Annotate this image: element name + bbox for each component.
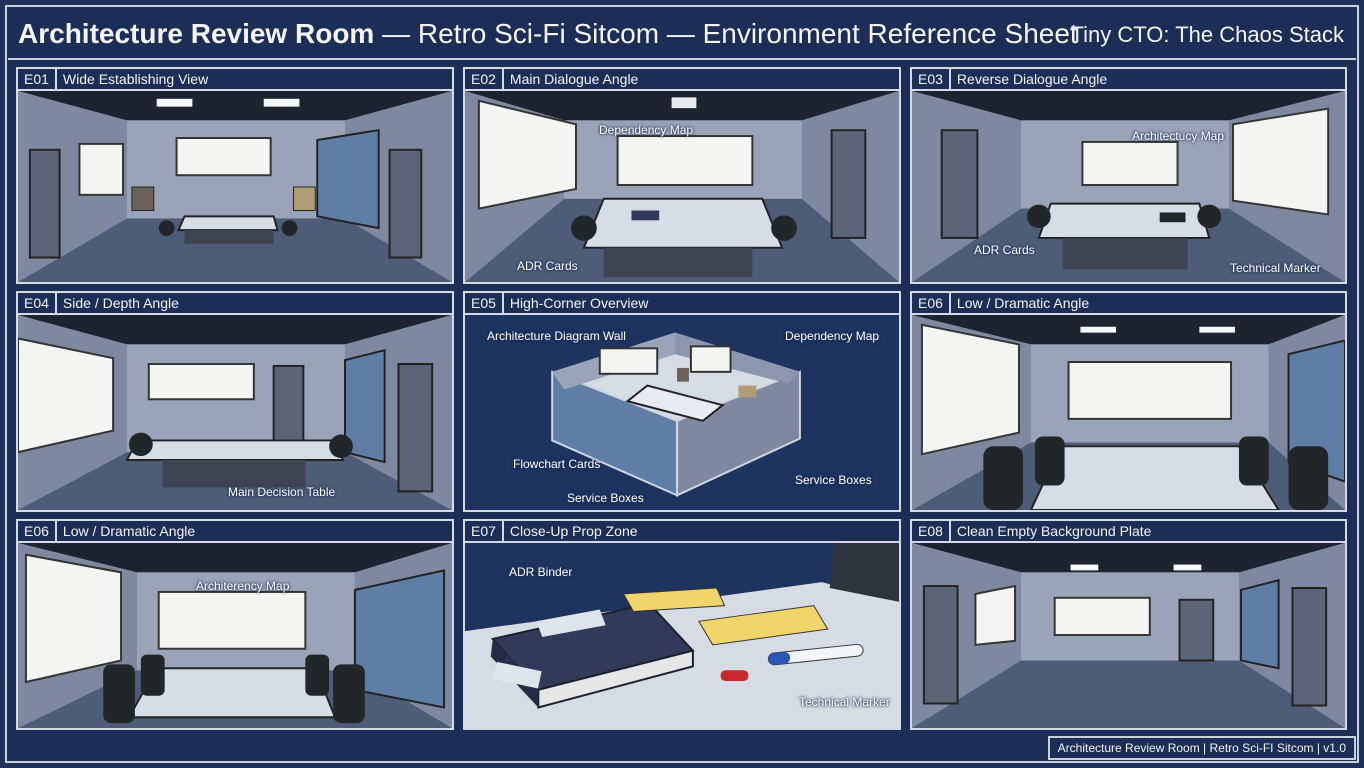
panel-name: Reverse Dialogue Angle [956,71,1108,87]
panel-header: E04 Side / Depth Angle [18,293,452,315]
sheet-title: Architecture Review Room — Retro Sci-Fi … [18,18,1078,50]
title-rest: — Retro Sci-Fi Sitcom — Environment Refe… [374,18,1078,49]
panel-header: E02 Main Dialogue Angle [465,69,899,91]
panel-e07[interactable]: E07 Close-Up Prop Zone ADR Binder Technic… [463,519,901,730]
scene-reverse-dialogue: Architectucy Map ADR Cards Technical Mar… [912,91,1345,282]
callout-architecture-map: Architerency Map [196,579,290,593]
panel-e02[interactable]: E02 Main Dialogue Angle Dependency Map AD… [463,67,901,284]
callout-technical-marker: Technical Marker [1230,261,1321,275]
panel-code: E06 [912,293,951,313]
panel-header: E08 Clean Empty Background Plate [912,521,1345,543]
panel-header: E03 Reverse Dialogue Angle [912,69,1345,91]
panel-code: E04 [18,293,57,313]
callout-flowchart-cards: Flowchart Cards [513,457,601,471]
panel-e01[interactable]: E01 Wide Establishing View [16,67,454,284]
callout-architecture-diagram-wall: Architecture Diagram Wall [487,329,626,343]
panel-code: E05 [465,293,504,313]
scene-side-depth: Main Decision Table [18,315,452,510]
callout-main-decision-table: Main Decision Table [228,485,336,499]
panel-name: High-Corner Overview [509,295,649,311]
scene-close-up-props: ADR Binder Technical Marker ADR [465,543,899,728]
scene-empty-background [912,543,1345,728]
scene-main-dialogue: Dependency Map ADR Cards [465,91,899,282]
panel-e03[interactable]: E03 Reverse Dialogue Angle Architectucy M… [910,67,1347,284]
panel-name: Side / Depth Angle [62,295,179,311]
callout-adr-cards: ADR Cards [517,259,578,273]
panel-name: Wide Establishing View [62,71,209,87]
callout-architecture-map: Architectucy Map [1132,129,1225,143]
panel-code: E01 [18,69,57,89]
scene-low-dramatic [912,315,1345,510]
panel-name: Low / Dramatic Angle [956,295,1090,311]
scene-high-corner-overview: Architecture Diagram Wall Dependency Map… [465,315,899,510]
callout-adr-binder: ADR Binder [509,565,573,579]
panel-header: E01 Wide Establishing View [18,69,452,91]
panel-code: E06 [18,521,57,541]
panel-e06-top[interactable]: E06 Low / Dramatic Angle [910,291,1347,512]
panel-name: Clean Empty Background Plate [956,523,1152,539]
scene-low-dramatic-alt: Architerency Map [18,543,452,728]
panel-code: E03 [912,69,951,89]
panel-e08[interactable]: E08 Clean Empty Background Plate [910,519,1347,730]
panel-header: E07 Close-Up Prop Zone [465,521,899,543]
panel-e06-bottom[interactable]: E06 Low / Dramatic Angle Architerency Map [16,519,454,730]
panel-name: Close-Up Prop Zone [509,523,638,539]
binder-spine-label: ADR [505,651,533,666]
panel-header: E05 High-Corner Overview [465,293,899,315]
panel-code: E07 [465,521,504,541]
callout-technical-marker: Technical Marker [799,695,890,709]
sheet-version-footer: Architecture Review Room | Retro Sci-FI … [1047,736,1356,760]
scene-wide-establishing [18,91,452,282]
callout-service-boxes-right: Service Boxes [795,473,872,487]
panel-name: Main Dialogue Angle [509,71,639,87]
panel-header: E06 Low / Dramatic Angle [18,521,452,543]
callout-dependency-map: Dependency Map [785,329,880,343]
callout-dependency-map: Dependency Map [599,123,694,137]
series-title: Tiny CTO: The Chaos Stack [1070,22,1344,47]
callout-service-boxes-left: Service Boxes [567,491,644,505]
panel-code: E02 [465,69,504,89]
callout-adr-cards: ADR Cards [974,243,1035,257]
panel-code: E08 [912,521,951,541]
panel-e05[interactable]: E05 High-Corner Overview Architecture Dia… [463,291,901,512]
sheet-header: Architecture Review Room — Retro Sci-Fi … [8,8,1356,60]
title-bold: Architecture Review Room [18,18,375,49]
panel-header: E06 Low / Dramatic Angle [912,293,1345,315]
panel-name: Low / Dramatic Angle [62,523,196,539]
panel-e04[interactable]: E04 Side / Depth Angle Main Decision Tabl… [16,291,454,512]
